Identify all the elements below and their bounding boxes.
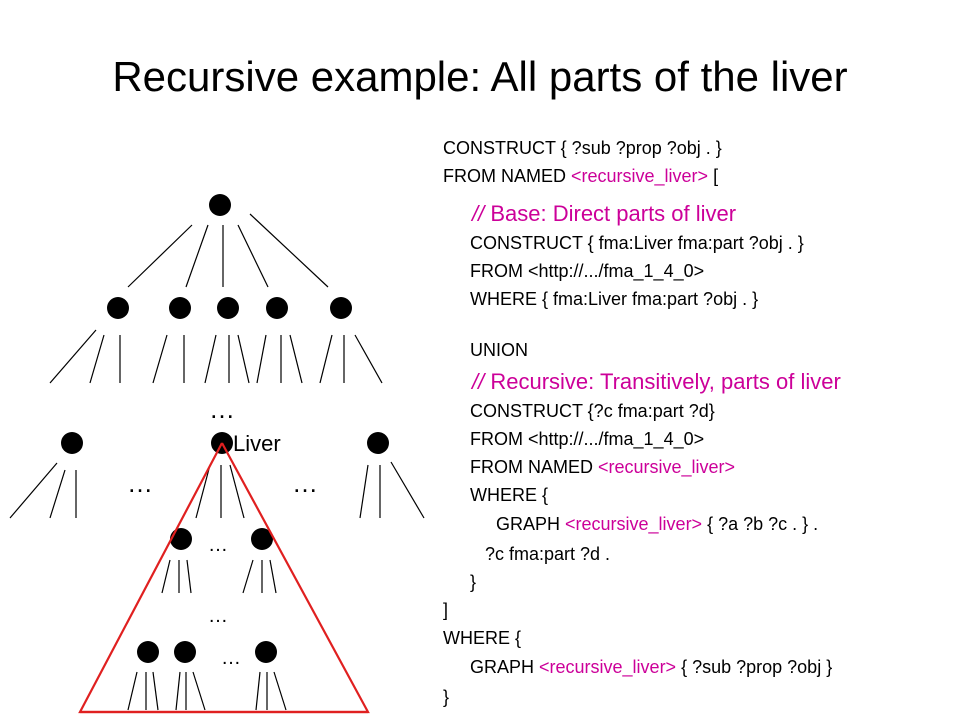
code-line-8: FROM <http://.../fma_1_4_0> — [470, 429, 705, 449]
code-line-2: FROM NAMED <recursive_liver> [ — [443, 166, 719, 186]
code-line-14: ] — [443, 600, 449, 620]
code-line-4: FROM <http://.../fma_1_4_0> — [470, 261, 705, 281]
comment-recursive: // Recursive: Transitively, parts of liv… — [472, 369, 841, 394]
code-line-15: WHERE { — [443, 628, 522, 648]
code-line-9: FROM NAMED <recursive_liver> — [470, 457, 736, 477]
slide-title: Recursive example: All parts of the live… — [112, 53, 848, 100]
code-line-17: } — [443, 687, 450, 707]
level-five-nodes — [137, 641, 277, 663]
code-line-3: CONSTRUCT { fma:Liver fma:part ?obj . } — [470, 233, 804, 253]
level-four-edges — [161, 559, 277, 594]
code-line-1: CONSTRUCT { ?sub ?prop ?obj . } — [443, 138, 722, 158]
ellipsis-mid: … — [209, 394, 235, 424]
comment-base: // Base: Direct parts of liver — [472, 201, 737, 226]
code-line-13: } — [470, 572, 477, 592]
level-five-edges — [127, 671, 287, 711]
level-three-edges — [9, 461, 425, 519]
level-two-edges — [49, 329, 383, 384]
ellipsis-right: … — [292, 468, 318, 498]
code-line-12: ?c fma:part ?d . — [485, 544, 611, 564]
code-line-6: UNION — [470, 340, 528, 360]
root-edges — [127, 213, 329, 288]
liver-label: Liver — [233, 431, 281, 456]
code-line-11: GRAPH <recursive_liver> { ?a ?b ?c . } . — [496, 514, 819, 534]
code-line-5: WHERE { fma:Liver fma:part ?obj . } — [470, 289, 759, 309]
tree-root-node — [209, 194, 231, 216]
ellipsis-l4: … — [208, 534, 228, 556]
ellipsis-between: … — [208, 605, 228, 627]
code-line-10: WHERE { — [470, 485, 549, 505]
code-line-16: GRAPH <recursive_liver> { ?sub ?prop ?ob… — [470, 657, 833, 677]
ellipsis-l5: … — [221, 647, 241, 669]
code-line-7: CONSTRUCT {?c fma:part ?d} — [470, 401, 715, 421]
level-two-nodes — [107, 297, 352, 319]
level-three-nodes — [61, 432, 389, 454]
ellipsis-left: … — [127, 468, 153, 498]
level-four-nodes — [170, 528, 273, 550]
